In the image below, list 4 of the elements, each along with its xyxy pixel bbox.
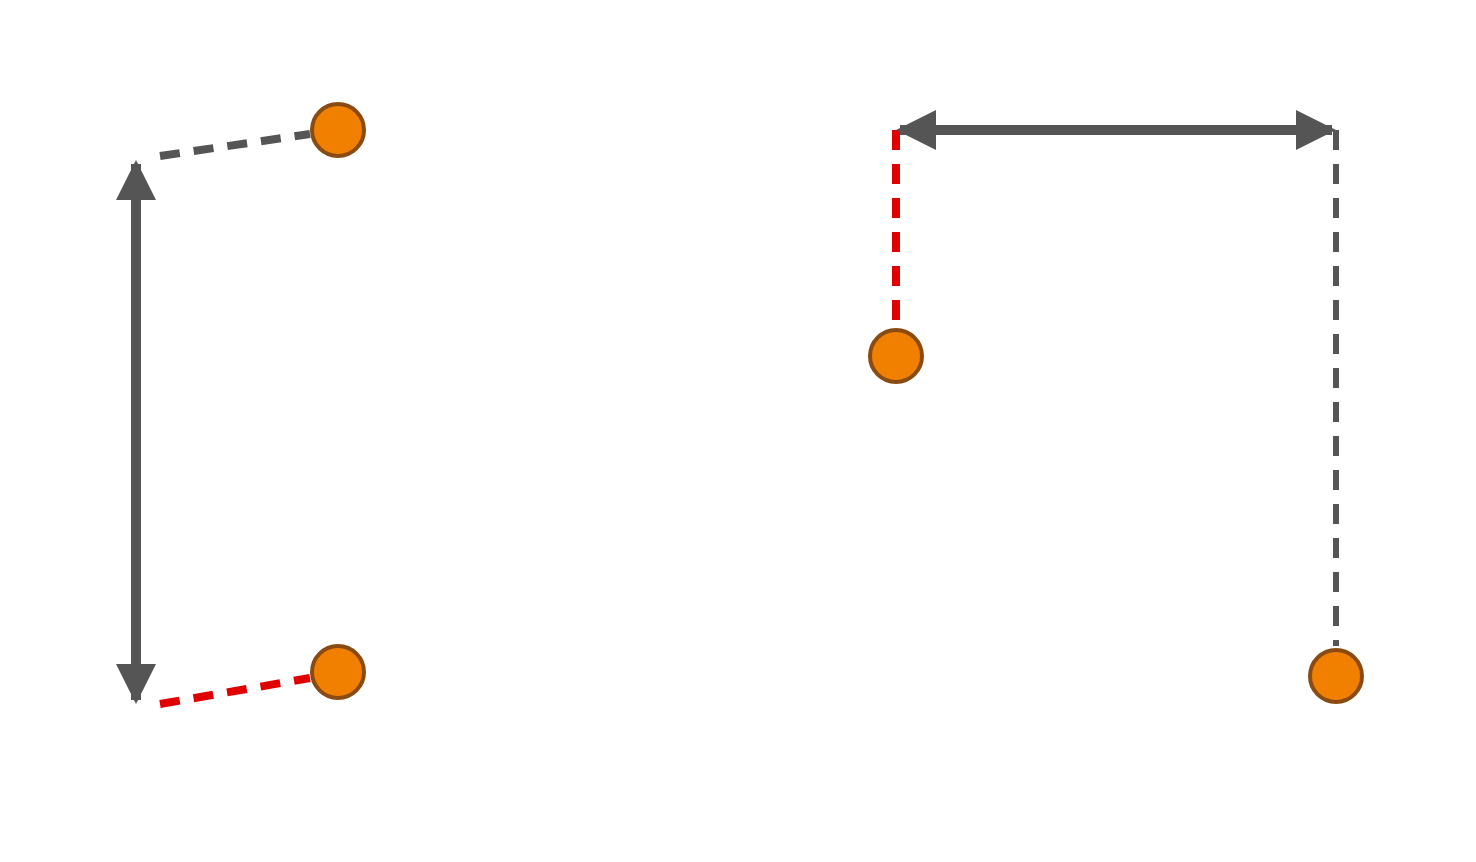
circle-marker: [310, 102, 366, 158]
circle-marker: [1308, 648, 1364, 704]
circle-marker: [310, 644, 366, 700]
circle-marker: [868, 328, 924, 384]
